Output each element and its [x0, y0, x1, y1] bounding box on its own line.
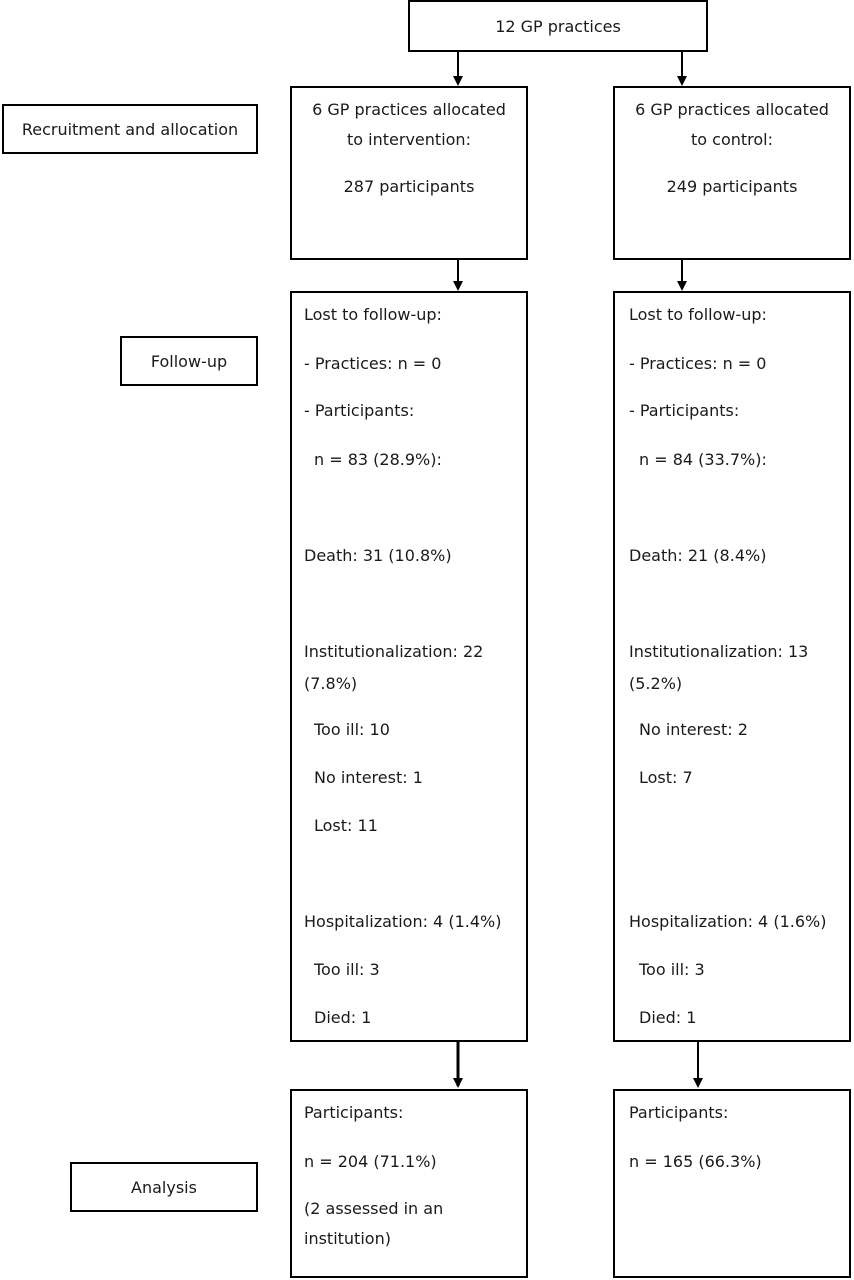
- control-inst-lost: Lost: 7: [639, 768, 693, 787]
- intervention-hosp-died: Died: 1: [314, 1008, 372, 1027]
- intervention-inst-no-interest: No interest: 1: [314, 768, 423, 787]
- intervention-inst-line2: (7.8%): [304, 674, 358, 693]
- control-allocation-line1: 6 GP practices allocated: [635, 100, 829, 119]
- intervention-analysis-n: n = 204 (71.1%): [304, 1152, 437, 1171]
- intervention-analysis-note-line1: (2 assessed in an: [304, 1199, 444, 1218]
- intervention-participants-label: - Participants:: [304, 401, 415, 420]
- intervention-analysis-box: Participants: n = 204 (71.1%) (2 assesse…: [290, 1089, 528, 1278]
- intervention-allocation-line2: to intervention:: [347, 130, 471, 149]
- intervention-participants: 287 participants: [343, 177, 475, 196]
- control-hosp: Hospitalization: 4 (1.6%): [629, 912, 827, 931]
- intervention-followup-box: Lost to follow-up: - Practices: n = 0 - …: [290, 291, 528, 1042]
- control-hosp-died: Died: 1: [639, 1008, 697, 1027]
- intervention-analysis-header: Participants:: [304, 1103, 404, 1122]
- stage-recruitment-label: Recruitment and allocation: [21, 119, 239, 139]
- control-inst-line2: (5.2%): [629, 674, 683, 693]
- control-inst-no-interest: No interest: 2: [639, 720, 748, 739]
- intervention-inst-lost: Lost: 11: [314, 816, 378, 835]
- top-practices-box: 12 GP practices: [408, 0, 708, 52]
- control-analysis-header: Participants:: [629, 1103, 729, 1122]
- intervention-lost-header: Lost to follow-up:: [304, 305, 442, 324]
- intervention-participants-n: n = 83 (28.9%):: [314, 450, 442, 469]
- control-participants-n: n = 84 (33.7%):: [639, 450, 767, 469]
- control-inst-line1: Institutionalization: 13: [629, 642, 809, 661]
- stage-analysis-box: Analysis: [70, 1162, 258, 1212]
- intervention-inst-too-ill: Too ill: 10: [314, 720, 390, 739]
- control-analysis-box: Participants: n = 165 (66.3%): [613, 1089, 851, 1278]
- stage-analysis-label: Analysis: [131, 1177, 197, 1197]
- intervention-analysis-note-line2: institution): [304, 1229, 391, 1248]
- intervention-hosp-too-ill: Too ill: 3: [314, 960, 380, 979]
- control-followup-box: Lost to follow-up: - Practices: n = 0 - …: [613, 291, 851, 1042]
- intervention-allocation-line1: 6 GP practices allocated: [312, 100, 506, 119]
- intervention-hosp: Hospitalization: 4 (1.4%): [304, 912, 502, 931]
- intervention-allocation-box: 6 GP practices allocated to intervention…: [290, 86, 528, 260]
- control-participants-label: - Participants:: [629, 401, 740, 420]
- control-allocation-line2: to control:: [691, 130, 773, 149]
- stage-followup-label: Follow-up: [150, 351, 228, 371]
- intervention-death: Death: 31 (10.8%): [304, 546, 452, 565]
- control-hosp-too-ill: Too ill: 3: [639, 960, 705, 979]
- intervention-inst-line1: Institutionalization: 22: [304, 642, 484, 661]
- stage-followup-box: Follow-up: [120, 336, 258, 386]
- intervention-practices: - Practices: n = 0: [304, 354, 442, 373]
- control-participants: 249 participants: [666, 177, 798, 196]
- control-practices: - Practices: n = 0: [629, 354, 767, 373]
- control-death: Death: 21 (8.4%): [629, 546, 767, 565]
- control-lost-header: Lost to follow-up:: [629, 305, 767, 324]
- stage-recruitment-box: Recruitment and allocation: [2, 104, 258, 154]
- control-allocation-box: 6 GP practices allocated to control: 249…: [613, 86, 851, 260]
- control-analysis-n: n = 165 (66.3%): [629, 1152, 762, 1171]
- top-practices-label: 12 GP practices: [495, 16, 621, 36]
